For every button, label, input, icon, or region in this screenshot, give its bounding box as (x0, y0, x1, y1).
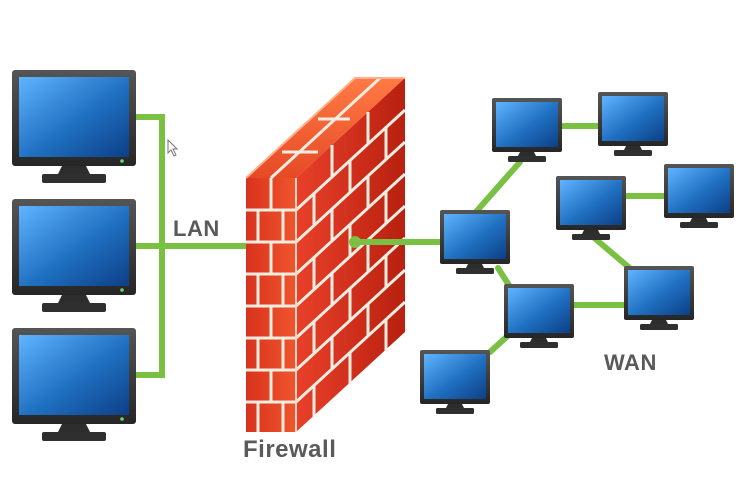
wan-computer-7 (624, 266, 694, 330)
wan-links (352, 123, 669, 355)
cursor-icon (167, 138, 179, 157)
wan-computer-5 (440, 210, 510, 274)
lan-label: LAN (173, 216, 220, 241)
wan-computer-3 (556, 176, 626, 240)
wan-computer-1 (492, 98, 562, 162)
lan-computer-2 (12, 199, 136, 312)
wan-computer-4 (664, 164, 734, 228)
firewall-link-node (349, 236, 361, 248)
wan-computer-2 (598, 92, 668, 156)
lan-computer-1 (12, 70, 136, 183)
firewall-wall (245, 76, 407, 432)
firewall-label: Firewall (243, 436, 337, 463)
lan-computer-3 (12, 328, 136, 441)
wan-computer-6 (504, 284, 574, 348)
wan-label: WAN (604, 350, 657, 375)
wan-computer-8 (420, 350, 490, 414)
lan-links (133, 114, 251, 378)
